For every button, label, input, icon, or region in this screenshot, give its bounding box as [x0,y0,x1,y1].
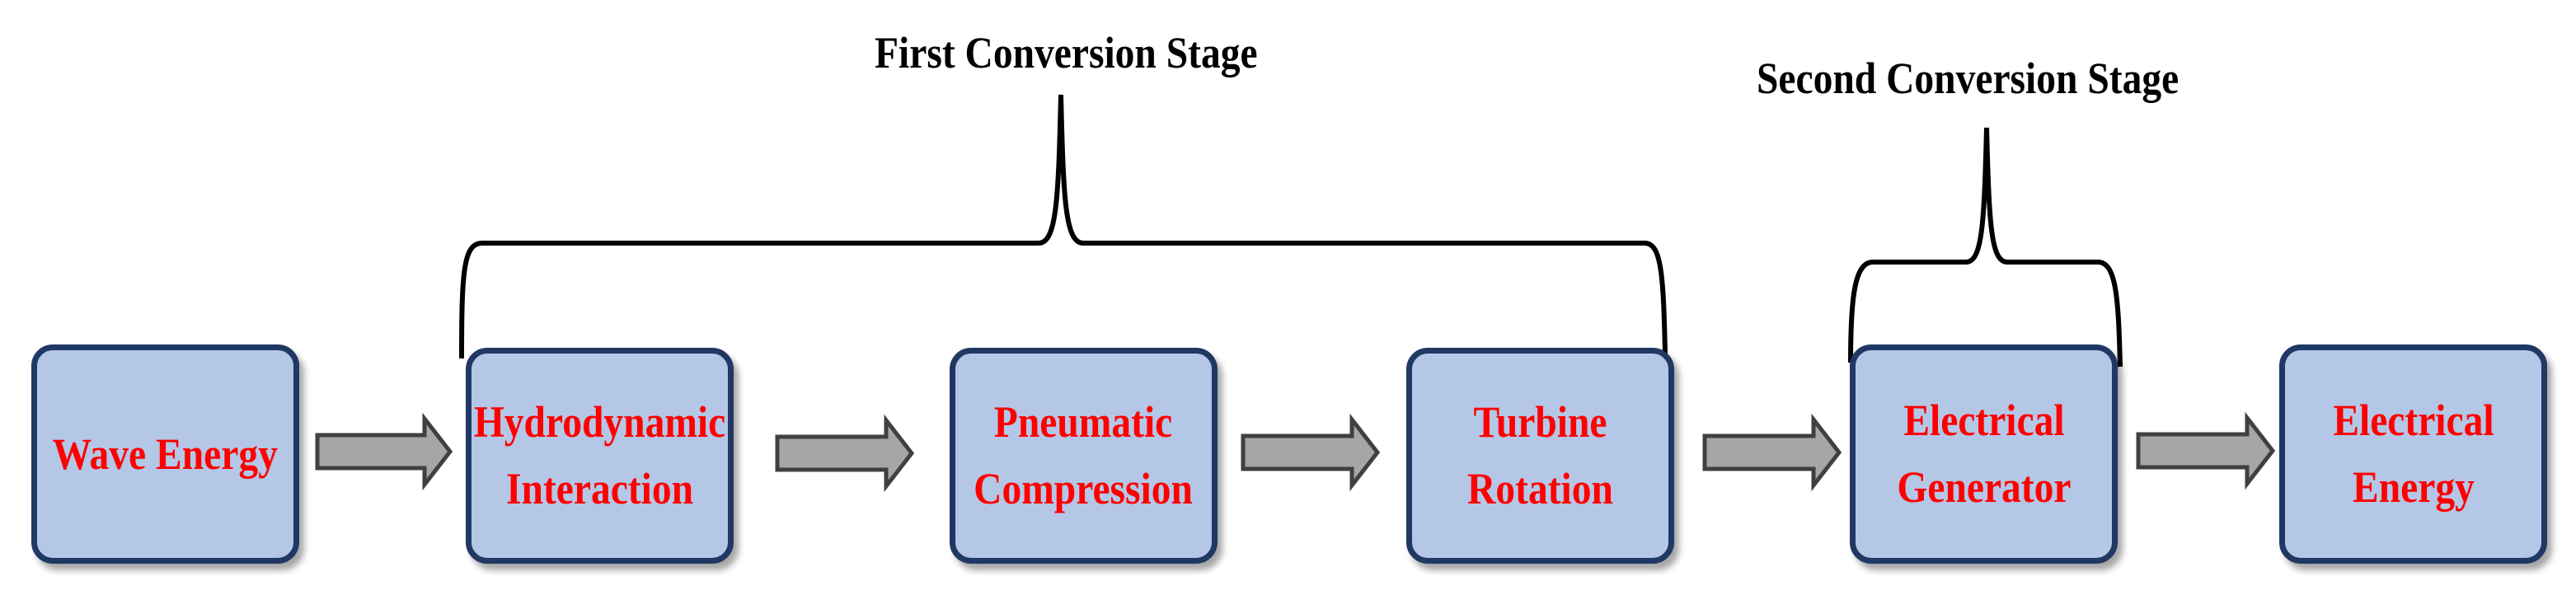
box-wave-energy-label: Wave Energy [52,429,279,479]
box-electrical-generator: Electrical Generator [1850,344,2118,564]
first-stage-brace [459,94,1668,359]
second-stage-label: Second Conversion Stage [1757,54,2180,103]
box-pneumatic-compression: Pneumatic Compression [950,348,1218,564]
box-turbine-rotation: Turbine Rotation [1406,348,1674,564]
second-stage-brace [1848,127,2123,368]
arrow-4 [1702,413,1842,492]
box-wave-energy: Wave Energy [31,344,299,564]
arrow-2 [775,414,915,493]
first-stage-label: First Conversion Stage [875,28,1258,77]
box-electrical-energy: Electrical Energy [2279,344,2547,564]
arrow-1 [315,412,453,491]
box-electrical-energy-label: Electrical Energy [2332,396,2494,512]
arrow-5 [2136,411,2276,490]
box-hydrodynamic-interaction-label: Hydrodynamic Interaction [473,397,726,513]
box-hydrodynamic-interaction: Hydrodynamic Interaction [466,348,734,564]
box-turbine-rotation-label: Turbine Rotation [1467,397,1613,513]
arrow-3 [1241,413,1381,492]
box-electrical-generator-label: Electrical Generator [1896,396,2072,512]
box-pneumatic-compression-label: Pneumatic Compression [974,397,1194,513]
